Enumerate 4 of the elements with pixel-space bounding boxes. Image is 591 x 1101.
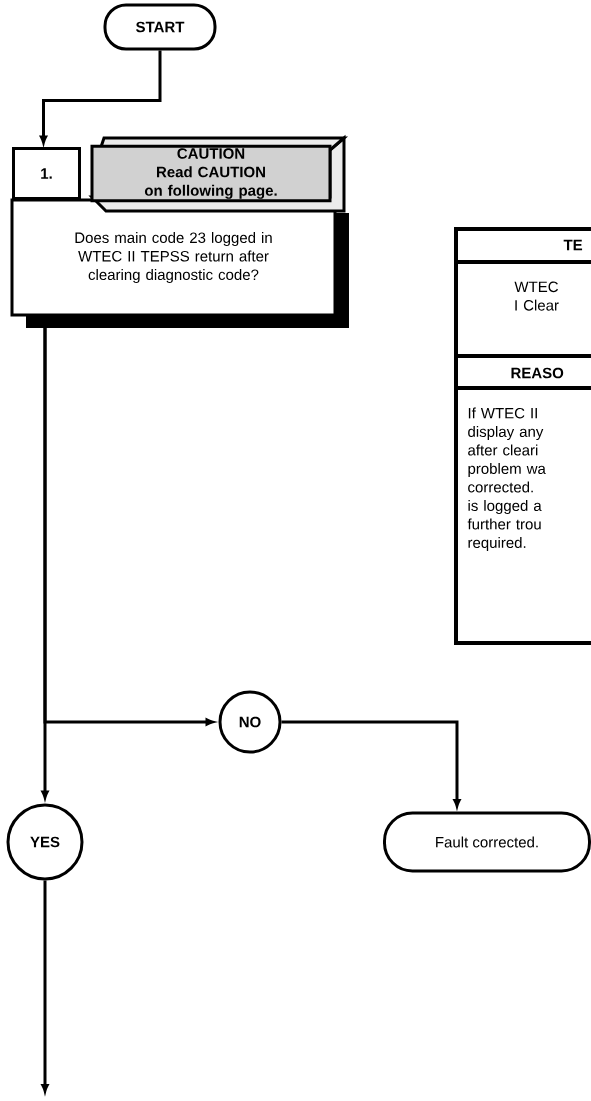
terminal-box: START	[103, 3, 217, 51]
node-label: 1.	[41, 168, 52, 179]
table-box: TE WTEC I Clear REASO If WTEC II display any after cleari problem wa corrected. is logged a further trou required.	[454, 227, 591, 645]
terminal-box: Fault corrected.	[383, 811, 591, 873]
